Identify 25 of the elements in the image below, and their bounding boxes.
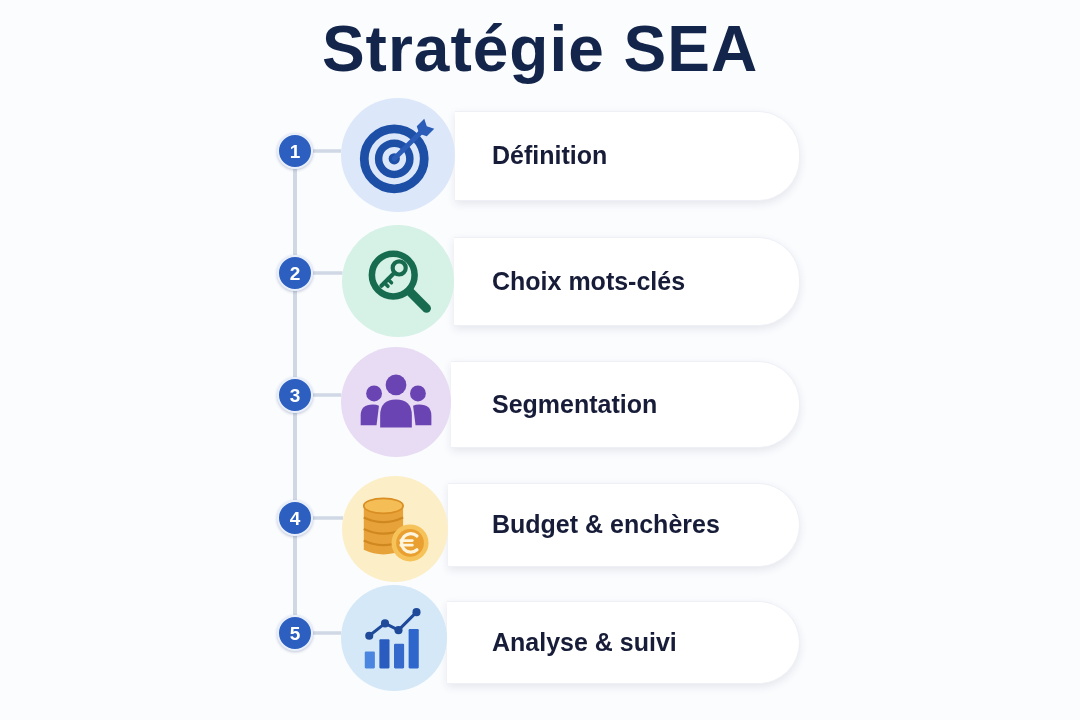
title: Stratégie SEA	[321, 12, 759, 86]
connector-line	[293, 291, 297, 377]
step-label: Choix mots-clés	[492, 265, 687, 297]
step-number: 3	[277, 377, 313, 413]
connector-line	[293, 536, 297, 615]
step-number: 1	[277, 133, 313, 169]
step-number: 2	[277, 255, 313, 291]
connector-line	[313, 516, 344, 520]
connector-line	[293, 169, 297, 255]
step-number: 5	[277, 615, 313, 651]
connector-line	[313, 631, 342, 635]
step-label: Définition	[492, 140, 609, 172]
connector-line	[313, 271, 343, 275]
connector-line	[313, 393, 342, 397]
step-label: Analyse & suivi	[492, 626, 678, 658]
step-label: Segmentation	[492, 388, 659, 420]
step-label: Budget & enchères	[492, 509, 721, 541]
step-card	[447, 601, 800, 684]
step-card	[451, 361, 800, 448]
connector-line	[293, 413, 297, 500]
connector-line	[313, 149, 342, 153]
step-card	[448, 483, 800, 567]
step-number: 4	[277, 500, 313, 536]
step-card	[455, 111, 800, 201]
step-card	[454, 237, 800, 326]
